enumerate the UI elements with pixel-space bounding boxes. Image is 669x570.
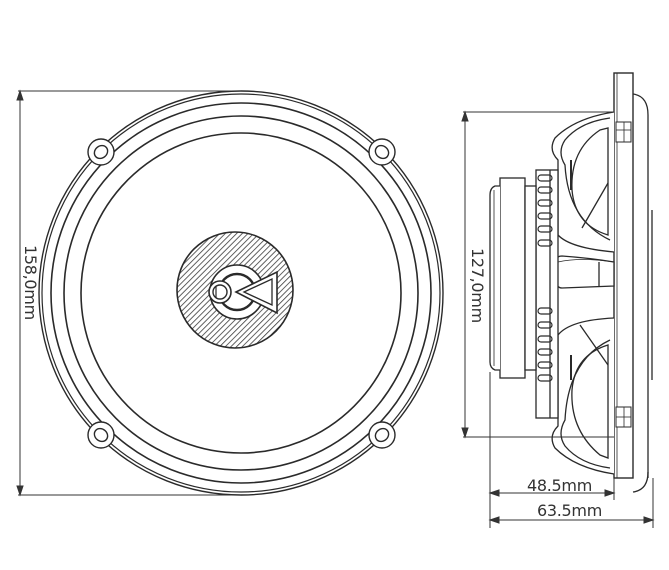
magnet-back-plate — [489, 185, 500, 371]
grille-profile — [632, 93, 649, 478]
outer-rim-ring-inner — [41, 93, 441, 493]
vent-slots-lower — [537, 307, 553, 382]
basket-upper — [551, 111, 615, 253]
height-dimension — [461, 110, 614, 439]
diameter-label: 158,0mm — [21, 245, 40, 320]
vent-slots-upper — [537, 174, 553, 247]
depth-dimensions — [488, 372, 655, 528]
mounting-depth-label: 48.5mm — [527, 476, 592, 495]
frame-ring — [50, 102, 432, 484]
front-view — [38, 90, 444, 496]
total-depth-label: 63.5mm — [537, 501, 602, 520]
logo-circle-inner-icon — [212, 284, 228, 300]
side-view — [489, 72, 653, 493]
mount-height-label: 127,0mm — [468, 248, 487, 323]
basket-lower — [551, 317, 615, 475]
surround-ring — [63, 115, 419, 471]
magnet-block — [499, 177, 526, 379]
mounting-lug-top-left — [87, 138, 115, 166]
mounting-lug-bottom-left — [87, 421, 115, 449]
diameter-dimension — [16, 89, 241, 497]
mounting-lug-top-right — [368, 138, 396, 166]
mounting-lug-bottom-right — [368, 421, 396, 449]
cone-edge-ring — [80, 132, 402, 454]
